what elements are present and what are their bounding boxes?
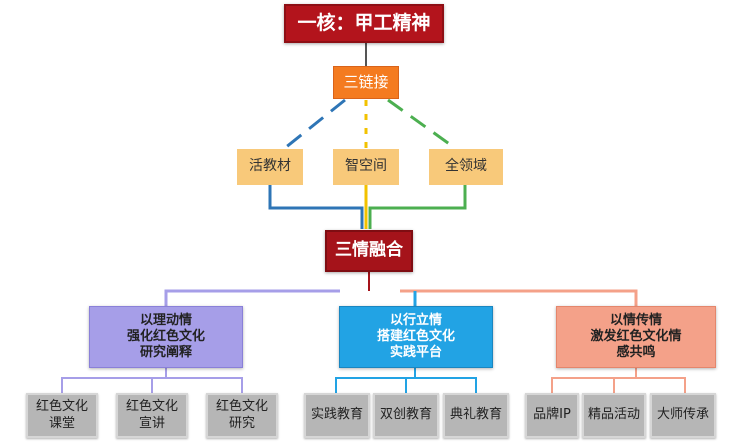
pillar-node-2: 智空间 [333, 149, 399, 185]
leaf-node: 大师传承 [650, 393, 716, 438]
branch-node-2: 以行立情 搭建红色文化 实践平台 [339, 306, 493, 368]
leaf-node: 精品活动 [582, 393, 646, 438]
leaf-node: 红色文化 研究 [206, 393, 278, 438]
branch-3-leaves-connector [551, 368, 686, 393]
link-node: 三链接 [333, 66, 399, 99]
branch-node-1: 以理动情 强化红色文化 研究阐释 [89, 306, 243, 368]
fusion-node: 三情融合 [325, 230, 413, 272]
leaf-node: 品牌IP [525, 393, 579, 438]
pillar-3-fusion-connector [368, 185, 467, 229]
branch-node-3: 以情传情 激发红色文化情 感共鸣 [556, 306, 716, 368]
leaf-node: 红色文化 宣讲 [116, 393, 188, 438]
fusion-branch-3-connector [400, 289, 638, 306]
core-node: 一核：甲工精神 [284, 4, 444, 43]
pillar-node-3: 全领域 [429, 149, 503, 185]
leaf-node: 典礼教育 [443, 393, 509, 438]
link-pillar-3-connector [387, 98, 456, 150]
leaf-node: 红色文化 课堂 [26, 393, 98, 438]
pillar-1-fusion-connector [268, 185, 364, 229]
pillar-node-1: 活教材 [237, 149, 303, 185]
branch-1-leaves-connector [61, 368, 243, 393]
branch-2-leaves-connector [335, 368, 477, 393]
leaf-node: 双创教育 [373, 393, 439, 438]
fusion-branch-1-connector [164, 289, 340, 306]
link-pillar-1-connector [284, 98, 346, 150]
leaf-node: 实践教育 [304, 393, 370, 438]
